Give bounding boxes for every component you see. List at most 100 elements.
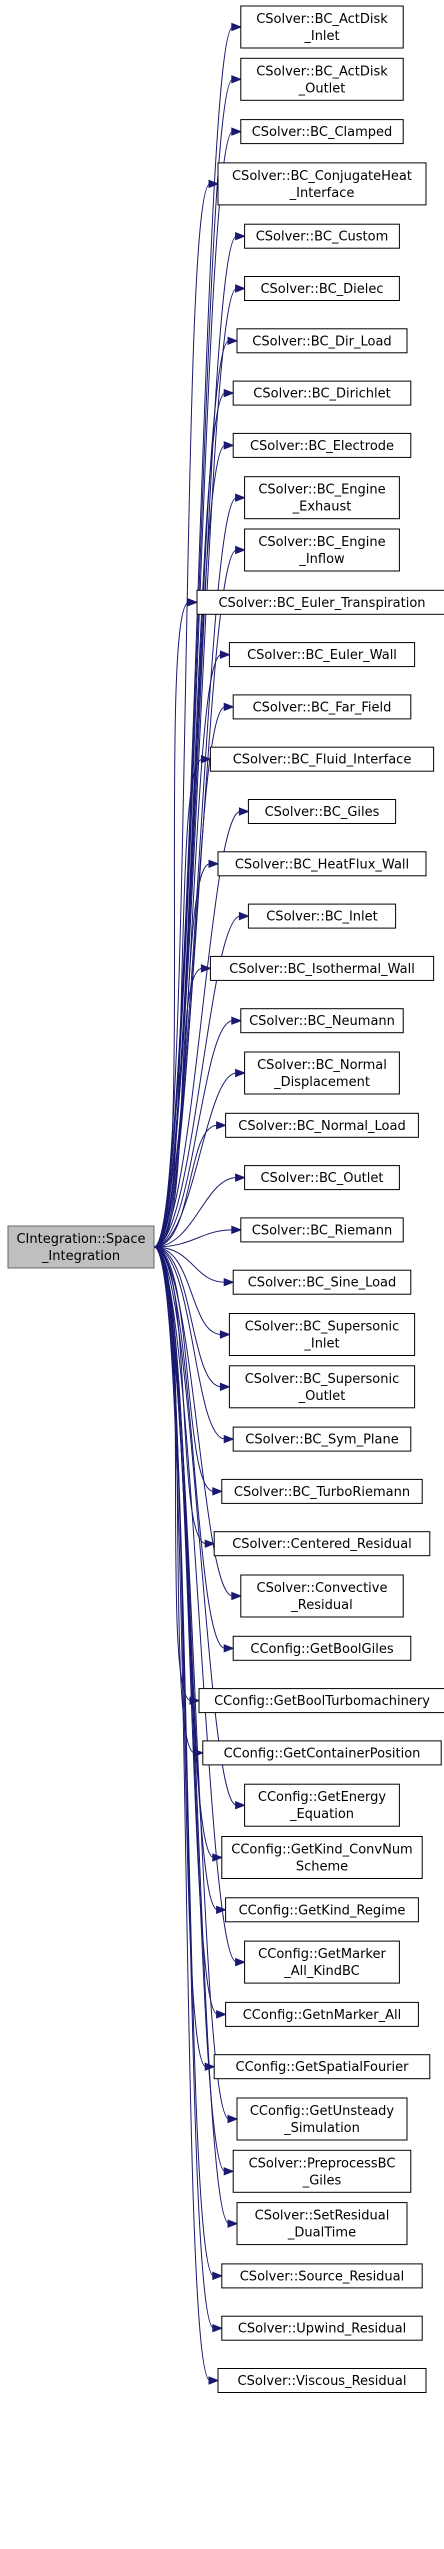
arrowhead-icon	[200, 964, 212, 973]
node-csolver-bc-giles[interactable]: CSolver::BC_Giles	[247, 799, 397, 824]
node-csolver-upwind-residual[interactable]: CSolver::Upwind_Residual	[221, 2315, 423, 2341]
arrowhead-icon	[208, 179, 220, 189]
node-label-line-2: _DualTime	[287, 2226, 356, 2241]
node-cconfig-getcontainerposition[interactable]: CConfig::GetContainerPosition	[202, 1740, 442, 1766]
node-cconfig-getboolturbomachinery[interactable]: CConfig::GetBoolTurbomachinery	[198, 1688, 444, 1714]
arrowhead-icon	[231, 127, 243, 136]
node-cconfig-getnmarker-all[interactable]: CConfig::GetnMarker_All	[225, 2001, 419, 2027]
node-cconfig-getboolgiles[interactable]: CConfig::GetBoolGiles	[232, 1635, 412, 1661]
node-box	[225, 1897, 419, 1923]
node-label-line-2: _Inlet	[303, 1337, 339, 1352]
node-cconfig-getkind-regime[interactable]: CConfig::GetKind_Regime	[225, 1897, 419, 1923]
node-label-line-1: CSolver::BC_Euler_Wall	[247, 648, 397, 663]
node-csolver-bc-outlet[interactable]: CSolver::BC_Outlet	[244, 1165, 400, 1191]
node-csolver-bc-conjugateheat-interface[interactable]: CSolver::BC_ConjugateHeat_Interface	[217, 162, 427, 206]
node-csolver-bc-electrode[interactable]: CSolver::BC_Electrode	[232, 432, 412, 458]
node-box	[247, 903, 397, 929]
edge-to-csolver-bc-isothermal-wall	[153, 967, 203, 1248]
node-csolver-bc-dielec[interactable]: CSolver::BC_Dielec	[244, 276, 400, 301]
node-csolver-bc-dir-load[interactable]: CSolver::BC_Dir_Load	[236, 328, 408, 354]
node-csolver-centered-residual[interactable]: CSolver::Centered_Residual	[213, 1531, 431, 1557]
node-box	[240, 5, 404, 49]
node-csolver-bc-normal-load[interactable]: CSolver::BC_Normal_Load	[225, 1112, 419, 1138]
node-label-line-1: CSolver::Convective	[257, 1581, 388, 1596]
node-csolver-bc-isothermal-wall[interactable]: CSolver::BC_Isothermal_Wall	[209, 955, 435, 981]
node-csolver-setresidual-dualtime[interactable]: CSolver::SetResidual_DualTime	[236, 2202, 408, 2246]
node-label-line-1: CSolver::BC_Sym_Plane	[245, 1433, 399, 1448]
arrowhead-icon	[204, 1539, 216, 1548]
node-csolver-bc-normal-displacement[interactable]: CSolver::BC_Normal_Displacement	[244, 1051, 400, 1095]
edge-to-cconfig-getkind-regime	[153, 1246, 218, 1911]
node-csolver-bc-supersonic-outlet[interactable]: CSolver::BC_Supersonic_Outlet	[228, 1365, 416, 1409]
node-cconfig-getenergy-equation[interactable]: CConfig::GetEnergy_Equation	[244, 1783, 400, 1827]
node-csolver-preprocessbc-giles[interactable]: CSolver::PreprocessBC_Giles	[232, 2149, 412, 2193]
arrowhead-icon	[235, 1957, 246, 1967]
node-cconfig-getspatialfourier[interactable]: CConfig::GetSpatialFourier	[213, 2054, 431, 2080]
node-csolver-bc-turboriemann[interactable]: CSolver::BC_TurboRiemann	[221, 1478, 423, 1504]
node-csolver-bc-clamped[interactable]: CSolver::BC_Clamped	[240, 119, 404, 145]
node-csolver-bc-neumann[interactable]: CSolver::BC_Neumann	[240, 1008, 404, 1034]
node-csolver-bc-engine-exhaust[interactable]: CSolver::BC_Engine_Exhaust	[244, 476, 400, 520]
node-label-line-1: CConfig::GetKind_Regime	[239, 1903, 406, 1918]
node-csolver-bc-euler-transpiration[interactable]: CSolver::BC_Euler_Transpiration	[196, 589, 444, 615]
arrowhead-icon	[231, 22, 243, 32]
arrowhead-icon	[216, 1905, 227, 1915]
node-box	[225, 2001, 419, 2027]
node-csolver-bc-engine-inflow[interactable]: CSolver::BC_Engine_Inflow	[244, 528, 400, 572]
arrowhead-icon	[219, 1382, 231, 1392]
node-box	[247, 799, 397, 824]
node-label-line-1: CSolver::Viscous_Residual	[238, 2374, 407, 2389]
node-box	[202, 1740, 442, 1766]
node-csolver-bc-actdisk-outlet[interactable]: CSolver::BC_ActDisk_Outlet	[240, 57, 404, 101]
node-box	[244, 1783, 400, 1827]
node-box	[217, 851, 427, 877]
node-box	[244, 528, 400, 572]
node-label-line-2: _Outlet	[298, 81, 346, 96]
node-csolver-bc-sym-plane[interactable]: CSolver::BC_Sym_Plane	[232, 1426, 412, 1452]
node-csolver-bc-inlet[interactable]: CSolver::BC_Inlet	[247, 903, 397, 929]
node-cconfig-getunsteady-simulation[interactable]: CConfig::GetUnsteady_Simulation	[236, 2097, 408, 2141]
arrowhead-icon	[235, 493, 246, 502]
node-label-line-1: CSolver::BC_Engine	[258, 535, 385, 550]
edge-to-csolver-bc-giles	[153, 811, 241, 1248]
node-csolver-bc-actdisk-inlet[interactable]: CSolver::BC_ActDisk_Inlet	[240, 5, 404, 49]
node-csolver-bc-heatflux-wall[interactable]: CSolver::BC_HeatFlux_Wall	[217, 851, 427, 877]
node-csolver-convective-residual[interactable]: CSolver::Convective_Residual	[240, 1574, 404, 1618]
node-label-line-2: _Inflow	[298, 552, 345, 567]
node-box	[240, 1574, 404, 1618]
node-label-line-1: CSolver::BC_Outlet	[260, 1171, 383, 1186]
node-box	[225, 1112, 419, 1138]
node-box	[232, 1635, 412, 1661]
node-csolver-source-residual[interactable]: CSolver::Source_Residual	[221, 2263, 423, 2289]
node-box	[198, 1688, 444, 1714]
node-csolver-bc-dirichlet[interactable]: CSolver::BC_Dirichlet	[232, 380, 412, 406]
arrowhead-icon	[231, 1225, 243, 1235]
arrowhead-icon	[235, 545, 246, 555]
edge-to-csolver-bc-engine-exhaust	[153, 497, 238, 1248]
node-csolver-bc-sine-load[interactable]: CSolver::BC_Sine_Load	[232, 1269, 412, 1295]
node-label-line-1: CSolver::Source_Residual	[240, 2269, 405, 2284]
node-csolver-bc-euler-wall[interactable]: CSolver::BC_Euler_Wall	[228, 642, 416, 668]
node-box	[232, 2149, 412, 2193]
node-csolver-viscous-residual[interactable]: CSolver::Viscous_Residual	[217, 2368, 427, 2393]
node-label-line-2: _Giles	[302, 2173, 342, 2188]
node-csolver-bc-fluid-interface[interactable]: CSolver::BC_Fluid_Interface	[209, 746, 435, 772]
edge-to-csolver-bc-actdisk-inlet	[153, 26, 234, 1248]
node-csolver-bc-riemann[interactable]: CSolver::BC_Riemann	[240, 1217, 404, 1243]
node-box	[244, 1940, 400, 1984]
arrowhead-icon	[235, 1800, 246, 1810]
node-csolver-bc-custom[interactable]: CSolver::BC_Custom	[244, 223, 400, 249]
node-csolver-bc-far-field[interactable]: CSolver::BC_Far_Field	[232, 694, 412, 720]
node-box	[244, 1165, 400, 1191]
node-label-line-1: CSolver::BC_Riemann	[252, 1223, 392, 1238]
node-label-line-1: CSolver::BC_Electrode	[250, 439, 394, 454]
node-csolver-bc-supersonic-inlet[interactable]: CSolver::BC_Supersonic_Inlet	[228, 1313, 416, 1356]
arrowhead-icon	[216, 1121, 227, 1130]
arrowhead-icon	[223, 441, 235, 450]
arrowhead-icon	[223, 2167, 235, 2176]
root-node[interactable]: CIntegration::Space _Integration	[7, 1225, 155, 1269]
node-label-line-1: CSolver::BC_ActDisk	[256, 64, 388, 79]
node-cconfig-getmarker-all-kindbc[interactable]: CConfig::GetMarker_All_KindBC	[244, 1940, 400, 1984]
node-label-line-1: CSolver::BC_Fluid_Interface	[233, 753, 412, 768]
